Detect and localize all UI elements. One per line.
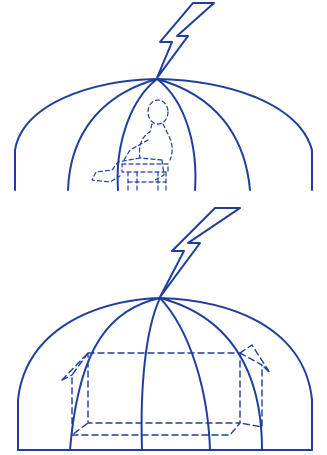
box-icon — [62, 345, 270, 435]
figure-box-in-cage — [0, 205, 327, 455]
cage-meridian-right-outer — [160, 298, 262, 450]
figure-top-svg — [0, 0, 327, 200]
cage-meridian-right-inner — [157, 79, 195, 190]
cage-meridian-left-inner — [142, 298, 160, 450]
cage-dome-outline — [15, 79, 312, 190]
cage-meridian-right-inner — [160, 298, 210, 450]
cage-dome-outline — [18, 298, 312, 450]
lightning-bolt-icon — [160, 208, 240, 297]
lightning-bolt-icon — [157, 3, 214, 78]
cage-meridian-left-outer — [68, 79, 157, 190]
figure-person-in-cage — [0, 0, 327, 200]
chair-icon — [122, 164, 168, 190]
figure-bottom-svg — [0, 205, 327, 455]
cage-meridian-right-outer — [157, 79, 250, 190]
